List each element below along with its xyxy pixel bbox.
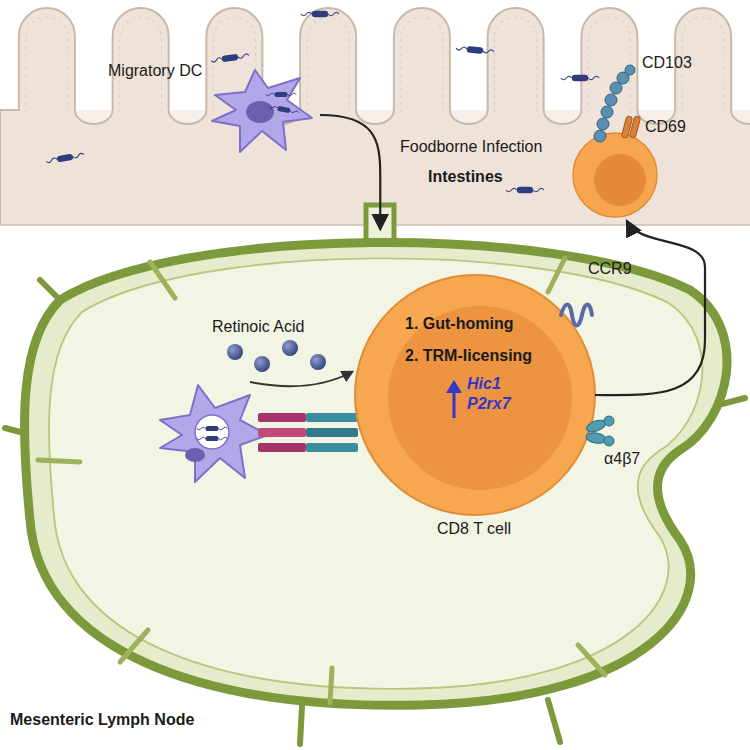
lymph-node-dc <box>160 385 268 482</box>
tcr-mhc-complex <box>306 443 358 452</box>
intestine-tissue <box>0 8 750 225</box>
intestinal-t-cell <box>601 106 613 118</box>
cell-label: Migratory DC <box>108 62 202 80</box>
region-title: Intestines <box>428 168 503 186</box>
cd8-t-cell <box>585 431 606 444</box>
cd8-t-cell <box>604 416 614 426</box>
tcr-mhc-complex <box>258 428 306 437</box>
intestinal-t-cell <box>629 116 640 139</box>
lymph-node <box>722 398 745 404</box>
flow-arrow <box>320 115 380 228</box>
lymph-node-dc <box>185 448 205 462</box>
lymph-node-dc <box>197 436 228 441</box>
receptor-label: α4β7 <box>604 450 640 468</box>
retinoic-acid <box>310 354 326 370</box>
resident-t-cell: CD103CD69 <box>560 48 710 222</box>
molecule-label: Retinoic Acid <box>212 318 305 336</box>
intestinal-t-cell <box>597 118 609 130</box>
step-label: 2. TRM-licensing <box>405 347 532 365</box>
cd8-t-cell <box>388 306 572 490</box>
lymph-node <box>24 242 727 705</box>
cd8-t-cell <box>453 390 456 418</box>
intestinal-t-cell <box>594 154 646 206</box>
lymph-node-dc <box>160 385 268 482</box>
migratory-dc <box>212 70 312 152</box>
lymph-node-dc <box>195 415 229 449</box>
bacteria <box>46 11 599 193</box>
receptor-label: CCR9 <box>588 260 632 278</box>
gene-label: Hic1 <box>467 375 501 393</box>
migratory-dc <box>212 70 312 152</box>
intestine-band: Foodborne InfectionIntestines Migratory D… <box>0 0 750 225</box>
cd8-t-cell <box>355 275 595 515</box>
lymph-node <box>330 668 332 703</box>
intestinal-t-cell <box>573 133 657 217</box>
intestinal-t-cell <box>594 130 606 142</box>
migratory-dc <box>266 92 297 97</box>
step-label: 1. Gut-homing <box>405 315 513 333</box>
region-title: Mesenteric Lymph Node <box>10 711 194 729</box>
tcr-mhc-complex <box>258 443 306 452</box>
t-cell: 1. Gut-homing 2. TRM-licensingHic1P2rx7CD… <box>355 275 595 545</box>
retinoic-acid <box>227 344 243 360</box>
lymph-node <box>300 706 302 744</box>
cd8-t-cell <box>446 380 462 393</box>
cd8-t-cell <box>604 436 614 446</box>
retinoic-acid <box>250 372 352 386</box>
receptor-label: CD69 <box>645 118 686 136</box>
migratory-dc <box>246 101 274 123</box>
bacteria <box>561 75 599 81</box>
flow-arrow <box>595 222 705 395</box>
lymph-node <box>548 700 560 742</box>
cell-label: CD8 T cell <box>437 520 511 538</box>
gene-label: P2rx7 <box>467 395 511 413</box>
retinoic-acid <box>227 340 352 386</box>
lymph-node <box>38 460 80 462</box>
lymph-node <box>578 645 605 675</box>
lymph-node <box>38 258 605 703</box>
cd8-t-cell <box>355 275 614 515</box>
retinoic-acid <box>254 356 270 372</box>
tcr-mhc-complex <box>258 413 358 452</box>
dendritic-cell: Migratory DC <box>105 55 320 155</box>
infection-label: Foodborne Infection <box>400 138 542 156</box>
tcr-mhc-complex <box>306 428 358 437</box>
bacteria <box>46 152 85 165</box>
intestinal-t-cell <box>605 94 617 106</box>
receptor-label: CD103 <box>642 54 692 72</box>
retinoic-acid <box>282 340 298 356</box>
lymph-node <box>120 630 148 662</box>
lymph-node-dc <box>197 426 228 431</box>
bacteria <box>301 11 339 17</box>
bacteria <box>211 52 250 64</box>
migratory-dc <box>268 104 299 115</box>
lymph-node <box>49 258 702 688</box>
bacteria <box>506 187 544 193</box>
tcr-mhc-complex <box>258 413 306 422</box>
cd8-t-cell <box>585 416 614 446</box>
tcr-mhc-complex <box>306 413 358 422</box>
intestinal-t-cell <box>573 65 657 217</box>
lymph-node <box>5 205 745 744</box>
intestinal-t-cell <box>594 65 635 142</box>
bacteria <box>456 45 495 55</box>
intestine-tissue <box>26 17 750 112</box>
intestinal-t-cell <box>625 65 635 75</box>
lymph-node <box>150 262 175 298</box>
lymph-node: Mesenteric Lymph Node 1. Gut-homing 2. TRM… <box>0 228 750 750</box>
lymph-node <box>548 258 565 292</box>
intestine-tissue <box>0 8 750 225</box>
cd8-t-cell <box>561 305 592 326</box>
